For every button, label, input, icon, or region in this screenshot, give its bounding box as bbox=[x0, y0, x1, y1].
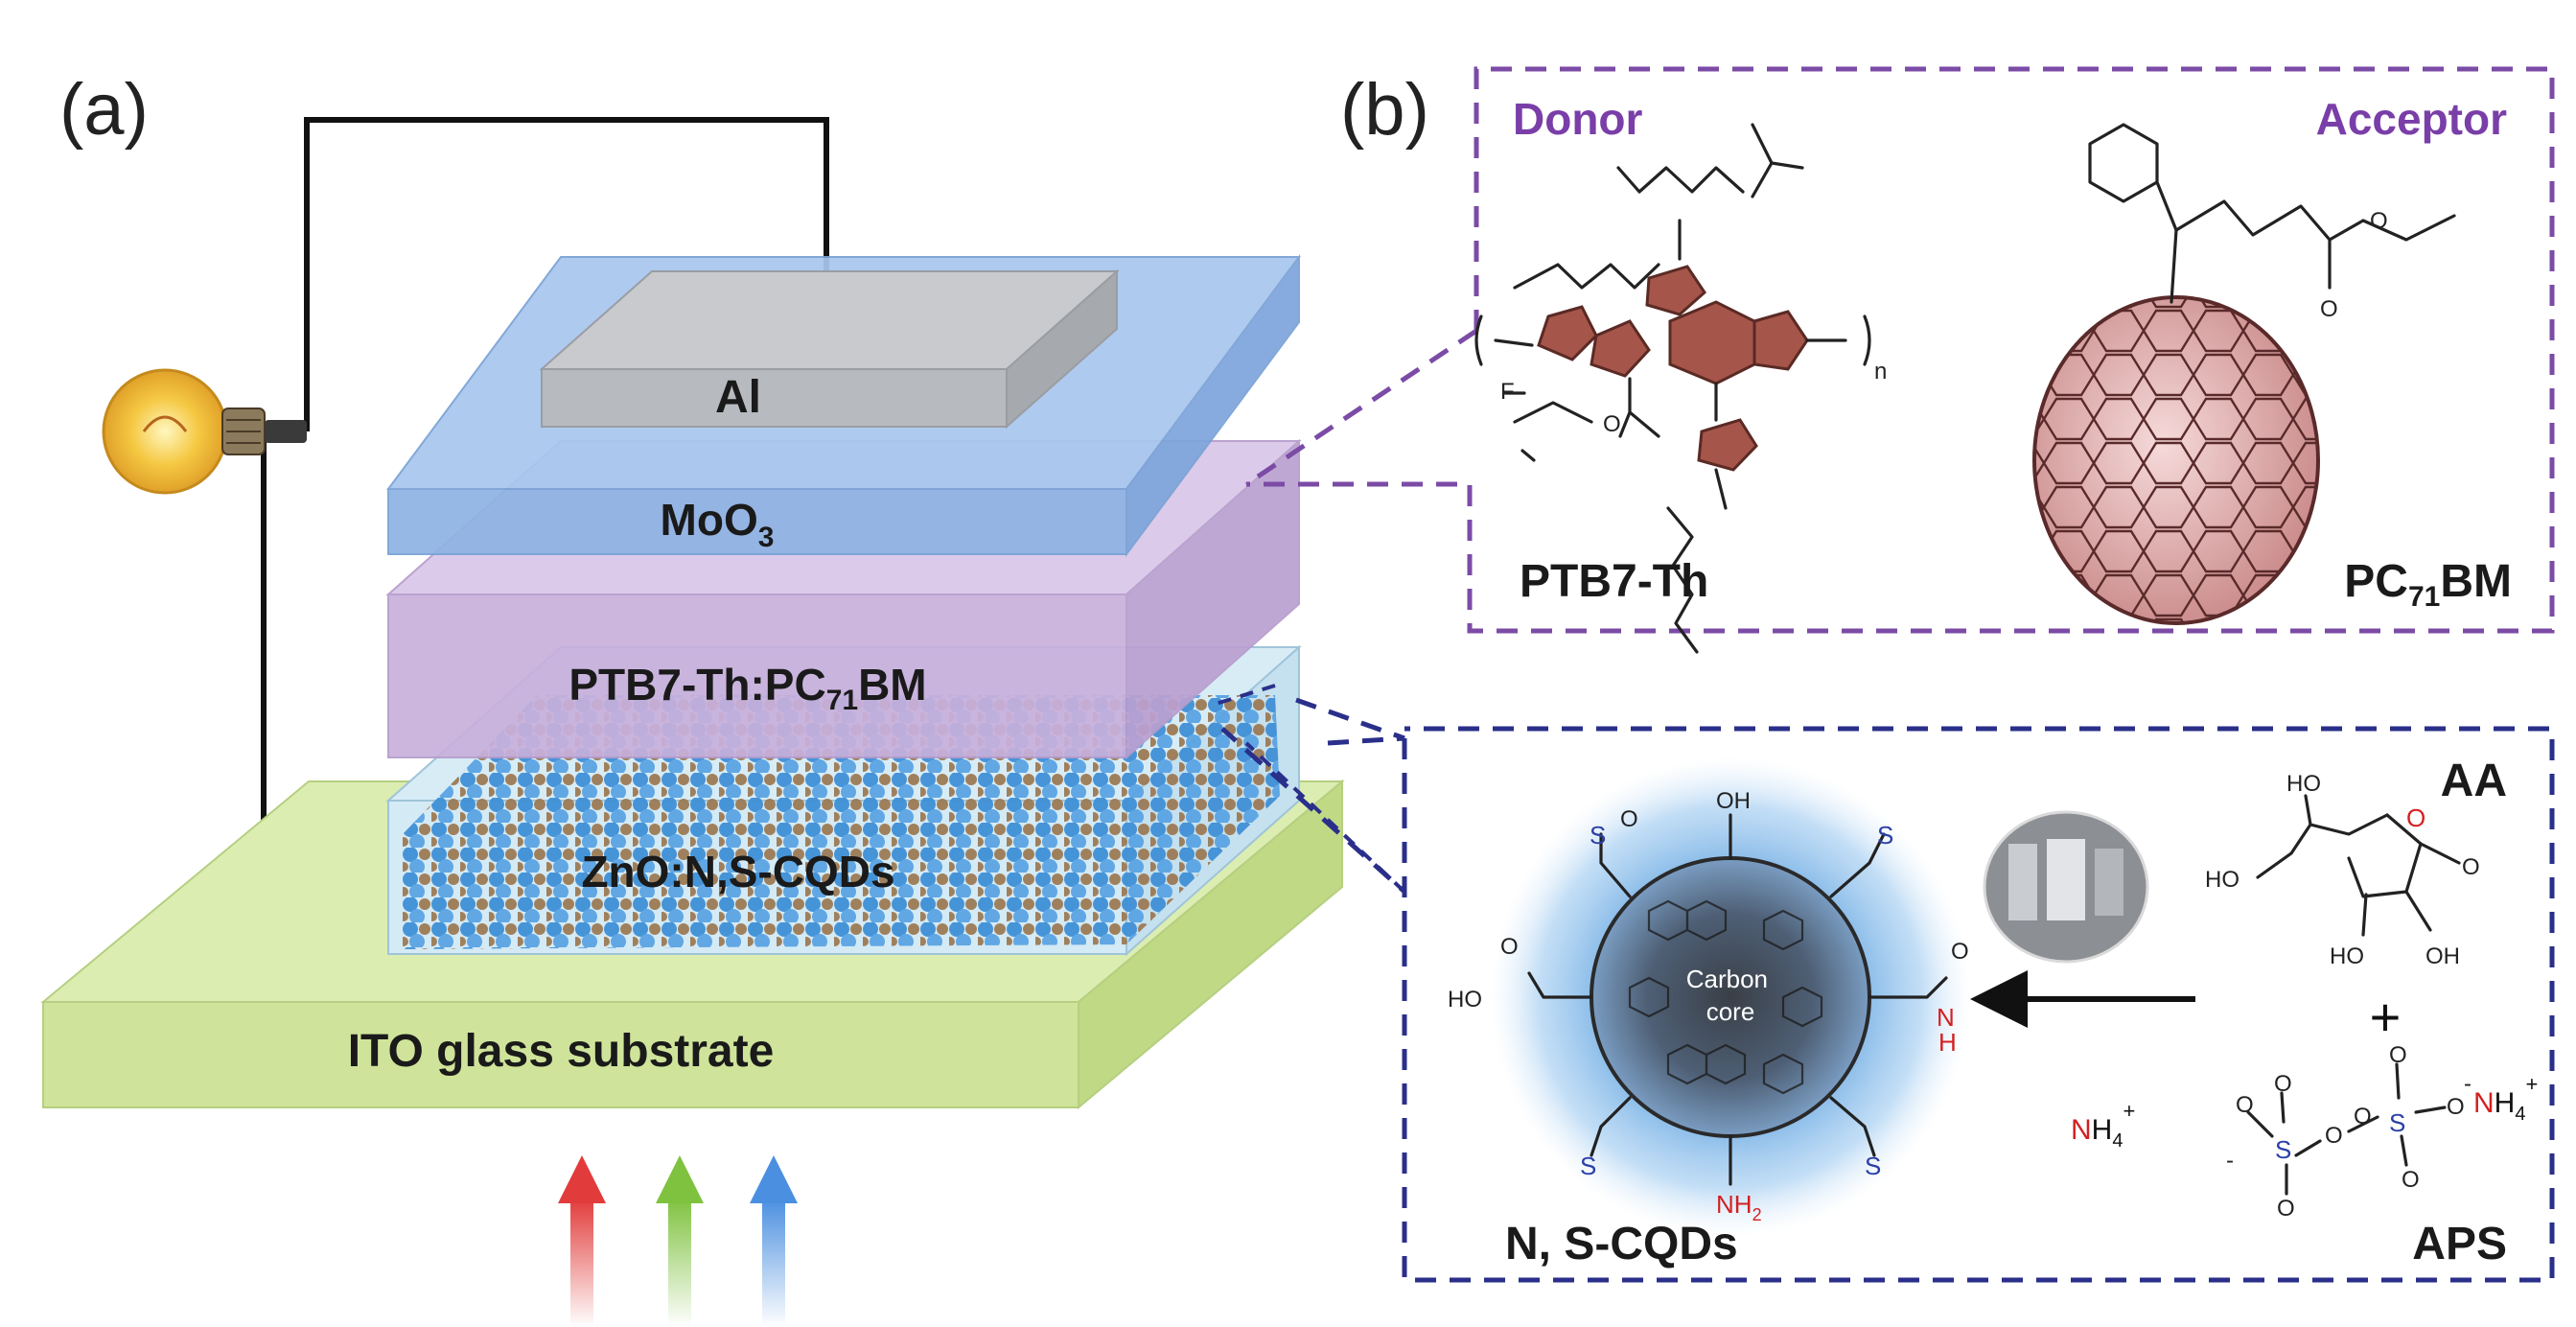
cqd-ho-acid: HO bbox=[1448, 987, 1482, 1013]
aa-o-ring: O bbox=[2406, 803, 2425, 832]
nh4-right: NH4+ bbox=[2473, 1072, 2538, 1125]
pc71bm-name: PC71BM bbox=[2344, 556, 2512, 613]
aps-label: APS bbox=[2412, 1219, 2507, 1269]
aps-o-3: O bbox=[2277, 1196, 2295, 1222]
ptb7-th-structure bbox=[1474, 123, 1871, 654]
moo3-label: MoO3 bbox=[661, 495, 775, 553]
nh4-left-n: N bbox=[2071, 1114, 2092, 1146]
aps-structure bbox=[2246, 1062, 2447, 1196]
panel-label-b: (b) bbox=[1340, 69, 1429, 151]
cqd-o-amide: O bbox=[1951, 939, 1969, 965]
light-bulb-icon bbox=[102, 368, 307, 495]
active-layer-label-sub: 71 bbox=[826, 685, 858, 716]
aps-s-left: S bbox=[2275, 1135, 2291, 1164]
carbon-core-label: Carbon core bbox=[1686, 965, 1775, 1026]
pc71bm-structure bbox=[2032, 123, 2456, 625]
al-label: Al bbox=[715, 372, 761, 423]
aa-ho-left: HO bbox=[2205, 867, 2239, 893]
atom-f: F bbox=[1500, 379, 1515, 405]
moo3-label-main: MoO bbox=[661, 495, 758, 545]
cqd-pointer-arrow-lower bbox=[1244, 741, 1406, 894]
pc71bm-name-sub: 71 bbox=[2408, 581, 2440, 613]
cqd-h-amide: H bbox=[1938, 1028, 1957, 1057]
ascorbic-acid-structure bbox=[2256, 794, 2461, 937]
cqd-nh2: NH2 bbox=[1716, 1190, 1762, 1224]
moo3-label-sub: 3 bbox=[758, 522, 775, 553]
nh4-left: NH4+ bbox=[2071, 1099, 2135, 1152]
aa-label: AA bbox=[2441, 756, 2507, 806]
donor-label: Donor bbox=[1513, 94, 1643, 144]
ptb7-th-name: PTB7-Th bbox=[1520, 556, 1708, 607]
carbon-core-line2: core bbox=[1706, 997, 1755, 1026]
cqd-s-topright: S bbox=[1877, 821, 1893, 850]
aps-o-5: O bbox=[2402, 1167, 2420, 1193]
cqd-o-acid: O bbox=[1500, 934, 1519, 960]
panel-label-a: (a) bbox=[59, 69, 149, 151]
nh4-left-h: H bbox=[2092, 1114, 2113, 1146]
atom-o-ester: O bbox=[1603, 411, 1621, 437]
aa-o-carbonyl: O bbox=[2462, 854, 2480, 880]
ito-substrate-label: ITO glass substrate bbox=[348, 1026, 775, 1077]
al-electrode-layer bbox=[539, 268, 1120, 430]
aps-o-6: O bbox=[2447, 1094, 2465, 1120]
cqd-pointer-arrow-upper bbox=[1212, 684, 1276, 707]
atom-o-methoxy: O bbox=[2370, 208, 2388, 234]
cqd-nh2-main: NH bbox=[1716, 1190, 1752, 1219]
cqd-o-topleft: O bbox=[1620, 806, 1638, 832]
nh4-right-h: H bbox=[2495, 1087, 2516, 1119]
active-layer-label: PTB7-Th:PC71BM bbox=[569, 660, 926, 716]
aps-o-2: O bbox=[2274, 1071, 2292, 1097]
nh4-right-sub: 4 bbox=[2515, 1104, 2525, 1125]
cqd-s-bottomleft: S bbox=[1580, 1152, 1596, 1180]
aps-o-bridge-2: O bbox=[2354, 1104, 2372, 1129]
active-layer-label-suffix: BM bbox=[858, 660, 927, 710]
red-light-arrow-icon bbox=[558, 1155, 606, 1327]
nh4-left-sub: 4 bbox=[2112, 1130, 2123, 1152]
acceptor-label: Acceptor bbox=[2316, 94, 2507, 144]
active-layer-label-prefix: PTB7-Th:PC bbox=[569, 660, 825, 710]
aa-oh-bottom: OH bbox=[2425, 943, 2460, 969]
aps-o-1: O bbox=[2236, 1092, 2254, 1118]
nh4-left-plus: + bbox=[2123, 1099, 2135, 1123]
aps-minus-right: - bbox=[2464, 1071, 2472, 1097]
green-light-arrow-icon bbox=[656, 1155, 704, 1327]
aps-s-right: S bbox=[2389, 1108, 2405, 1137]
repeat-n: n bbox=[1874, 359, 1887, 384]
aps-o-bridge-1: O bbox=[2325, 1123, 2343, 1149]
blue-light-arrow-icon bbox=[750, 1155, 798, 1327]
aps-o-4: O bbox=[2389, 1042, 2407, 1068]
atom-o-carbonyl: O bbox=[2320, 296, 2338, 322]
cqd-n-amide: N bbox=[1937, 1003, 1955, 1032]
nh4-right-plus: + bbox=[2525, 1072, 2538, 1096]
cqd-nh2-sub: 2 bbox=[1752, 1205, 1762, 1224]
cqd-oh-top: OH bbox=[1716, 788, 1751, 814]
incident-light-arrows bbox=[558, 1155, 798, 1327]
aa-ho-bottom: HO bbox=[2330, 943, 2364, 969]
cqd-s-topleft: S bbox=[1590, 821, 1606, 850]
reactor-photo bbox=[1983, 810, 2149, 964]
carbon-core-line1: Carbon bbox=[1686, 965, 1768, 993]
etl-label: ZnO:N,S-CQDs bbox=[581, 847, 894, 896]
cqd-name: N, S-CQDs bbox=[1505, 1219, 1738, 1269]
plus-sign: + bbox=[2370, 987, 2402, 1047]
donor-acceptor-callout bbox=[1244, 66, 2555, 634]
pc71bm-name-prefix: PC bbox=[2344, 556, 2408, 607]
aps-minus-left: - bbox=[2226, 1148, 2234, 1174]
nh4-right-n: N bbox=[2473, 1087, 2495, 1119]
cqd-particle bbox=[1491, 757, 1970, 1237]
pc71bm-name-suffix: BM bbox=[2440, 556, 2512, 607]
aa-ho-top: HO bbox=[2286, 771, 2321, 797]
cqd-s-bottomright: S bbox=[1865, 1152, 1881, 1180]
